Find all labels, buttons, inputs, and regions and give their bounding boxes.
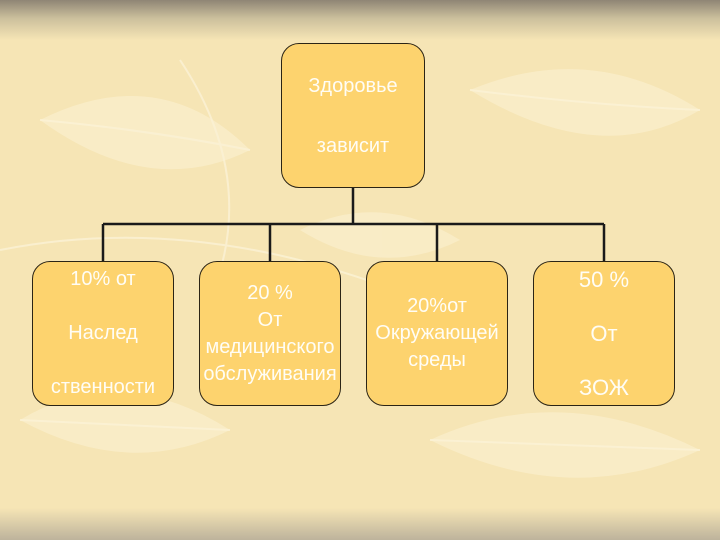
child-4-line-3: ЗОЖ [579, 375, 629, 400]
child-node-environment: 20%от Окружающей среды [366, 261, 508, 406]
child-2-line-2: От [257, 308, 283, 331]
child-node-healthy-lifestyle: 50 % От ЗОЖ [533, 261, 675, 406]
root-line-1: Здоровье [308, 74, 398, 97]
child-4-line-2: От [590, 321, 618, 346]
child-2-line-3: медицинского [205, 335, 335, 358]
top-shading [0, 0, 720, 40]
root-node: Здоровье зависит [281, 43, 425, 188]
child-2-line-1: 20 % [247, 281, 293, 304]
child-2-line-4: обслуживания [203, 362, 337, 385]
bottom-shading [0, 508, 720, 540]
child-node-heredity: 10% от Наслед ственности [32, 261, 174, 406]
child-3-line-2: Окружающей [375, 322, 499, 344]
child-node-medical-service: 20 % От медицинского обслуживания [199, 261, 341, 406]
child-1-line-2: Наслед [68, 322, 138, 344]
child-3-line-1: 20%от [407, 295, 467, 317]
child-3-line-3: среды [408, 349, 466, 371]
child-4-line-1: 50 % [578, 267, 630, 292]
child-1-line-3: ственности [50, 376, 156, 398]
root-line-2: зависит [316, 134, 390, 157]
child-1-line-1: 10% от [70, 268, 136, 290]
